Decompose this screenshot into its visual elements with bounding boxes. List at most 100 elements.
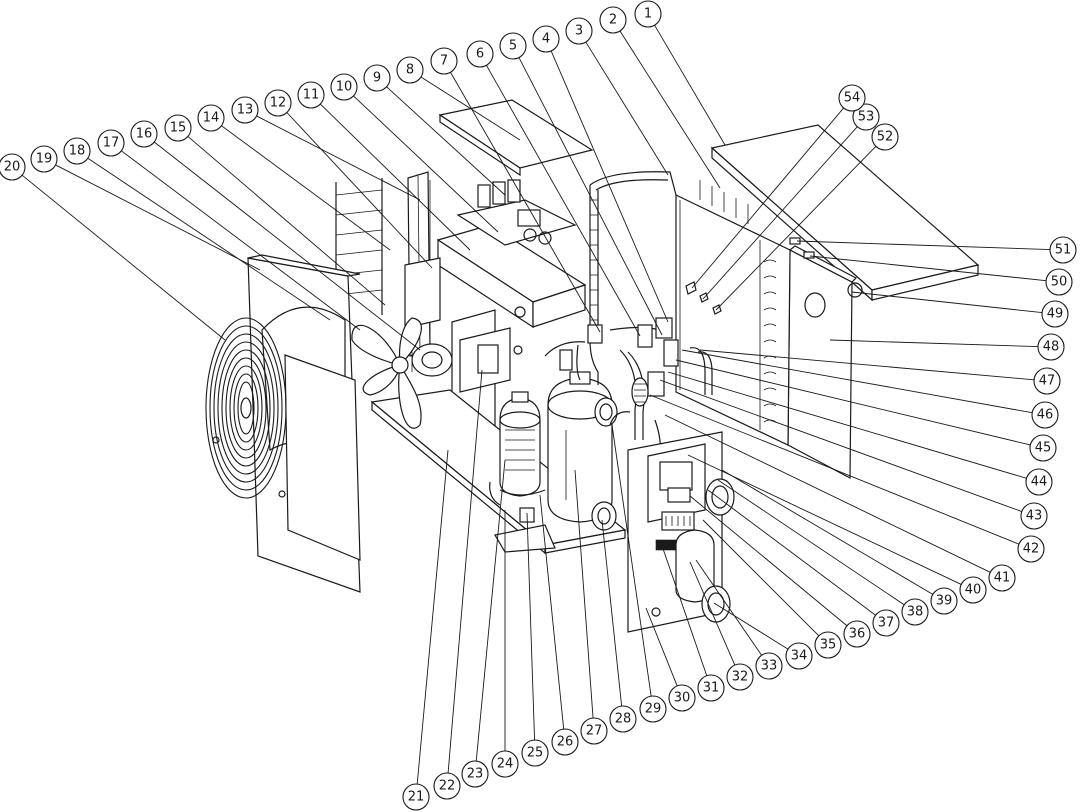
leader-lines xyxy=(21,24,1051,785)
leader-line-48 xyxy=(829,339,1039,348)
callout-37: 37 xyxy=(872,609,900,637)
front-panel xyxy=(247,254,361,593)
leader-line-45 xyxy=(675,359,1031,446)
leader-line-13 xyxy=(256,115,421,201)
callout-23-label: 23 xyxy=(467,767,484,782)
callout-34: 34 xyxy=(785,642,813,670)
callout-44: 44 xyxy=(1025,468,1053,496)
leader-line-4 xyxy=(550,50,669,323)
callout-18-label: 18 xyxy=(69,144,86,159)
callout-33-label: 33 xyxy=(761,659,778,674)
callout-30-label: 30 xyxy=(674,691,691,706)
leader-line-49 xyxy=(851,291,1043,314)
callout-1-label: 1 xyxy=(644,7,652,22)
leader-line-31 xyxy=(659,539,708,676)
callout-38: 38 xyxy=(901,598,929,626)
callout-15-label: 15 xyxy=(170,121,187,136)
callout-2-label: 2 xyxy=(609,13,617,28)
right-side-panel xyxy=(787,245,863,479)
callout-52: 52 xyxy=(871,123,899,151)
leader-line-27 xyxy=(574,469,594,719)
callout-16: 16 xyxy=(130,120,158,148)
callout-35: 35 xyxy=(814,631,842,659)
callout-5-label: 5 xyxy=(509,39,517,54)
callout-40-label: 40 xyxy=(965,583,982,598)
callout-52-label: 52 xyxy=(877,130,894,145)
callout-12: 12 xyxy=(264,89,292,117)
leader-line-38 xyxy=(717,479,905,606)
leader-line-29 xyxy=(611,424,652,697)
callout-22-label: 22 xyxy=(439,779,456,794)
callout-45-label: 45 xyxy=(1035,441,1052,456)
callout-53: 53 xyxy=(852,103,880,131)
leader-line-15 xyxy=(187,136,386,306)
leader-line-41 xyxy=(664,414,991,573)
callout-28: 28 xyxy=(609,705,637,733)
accumulator xyxy=(499,391,541,497)
leader-line-44 xyxy=(667,371,1027,479)
callout-17-label: 17 xyxy=(103,136,120,151)
callout-47: 47 xyxy=(1033,367,1061,395)
callout-51-label: 51 xyxy=(1055,243,1072,258)
callout-27: 27 xyxy=(580,717,608,745)
leader-line-16 xyxy=(153,141,421,351)
callout-14-label: 14 xyxy=(203,111,220,126)
callout-50: 50 xyxy=(1045,268,1073,296)
leader-line-54 xyxy=(691,107,844,289)
callout-32-label: 32 xyxy=(732,670,749,685)
callout-44-label: 44 xyxy=(1031,475,1048,490)
leader-line-5 xyxy=(518,57,663,336)
leader-line-52 xyxy=(715,145,877,311)
callout-29: 29 xyxy=(639,695,667,723)
leader-line-30 xyxy=(645,607,678,687)
callout-36-label: 36 xyxy=(849,627,866,642)
callout-32: 32 xyxy=(726,663,754,691)
leader-line-18 xyxy=(87,157,331,321)
callout-48-label: 48 xyxy=(1043,340,1060,355)
callout-42-label: 42 xyxy=(1023,542,1040,557)
callout-45: 45 xyxy=(1029,434,1057,462)
callout-27-label: 27 xyxy=(586,724,603,739)
leader-line-9 xyxy=(386,86,506,196)
callout-10: 10 xyxy=(330,73,358,101)
callout-24: 24 xyxy=(491,750,519,778)
callout-21: 21 xyxy=(402,783,430,811)
callout-13: 13 xyxy=(231,96,259,124)
callout-9: 9 xyxy=(363,64,391,92)
callout-43-label: 43 xyxy=(1026,509,1043,524)
callout-2: 2 xyxy=(599,6,627,34)
leader-line-36 xyxy=(689,495,848,627)
callout-39-label: 39 xyxy=(936,594,953,609)
leader-line-35 xyxy=(702,519,820,637)
callout-14: 14 xyxy=(197,104,225,132)
callout-12-label: 12 xyxy=(270,96,287,111)
callout-23: 23 xyxy=(461,760,489,788)
leader-line-6 xyxy=(486,65,641,337)
leader-line-43 xyxy=(659,379,1022,512)
callout-7: 7 xyxy=(430,47,458,75)
electric-box xyxy=(436,179,587,329)
leader-line-28 xyxy=(601,519,623,707)
leader-line-39 xyxy=(721,469,934,595)
callout-42: 42 xyxy=(1017,535,1045,563)
compressor xyxy=(547,371,618,531)
callout-41: 41 xyxy=(988,564,1016,592)
callout-25-label: 25 xyxy=(527,746,544,761)
callout-8-label: 8 xyxy=(406,63,414,78)
callout-35-label: 35 xyxy=(820,638,837,653)
leader-line-33 xyxy=(695,559,762,656)
callout-46: 46 xyxy=(1031,401,1059,429)
leader-line-51 xyxy=(796,240,1051,251)
callout-21-label: 21 xyxy=(408,790,425,805)
leader-line-3 xyxy=(585,41,669,176)
leader-line-22 xyxy=(447,369,483,774)
callout-48: 48 xyxy=(1037,333,1065,361)
leader-line-34 xyxy=(713,602,789,650)
callout-53-label: 53 xyxy=(858,110,875,125)
callout-43: 43 xyxy=(1020,502,1048,530)
leader-line-50 xyxy=(809,255,1047,282)
leader-line-17 xyxy=(121,150,361,331)
callout-15: 15 xyxy=(164,114,192,142)
callout-34-label: 34 xyxy=(791,649,808,664)
callout-20: 20 xyxy=(0,153,26,181)
